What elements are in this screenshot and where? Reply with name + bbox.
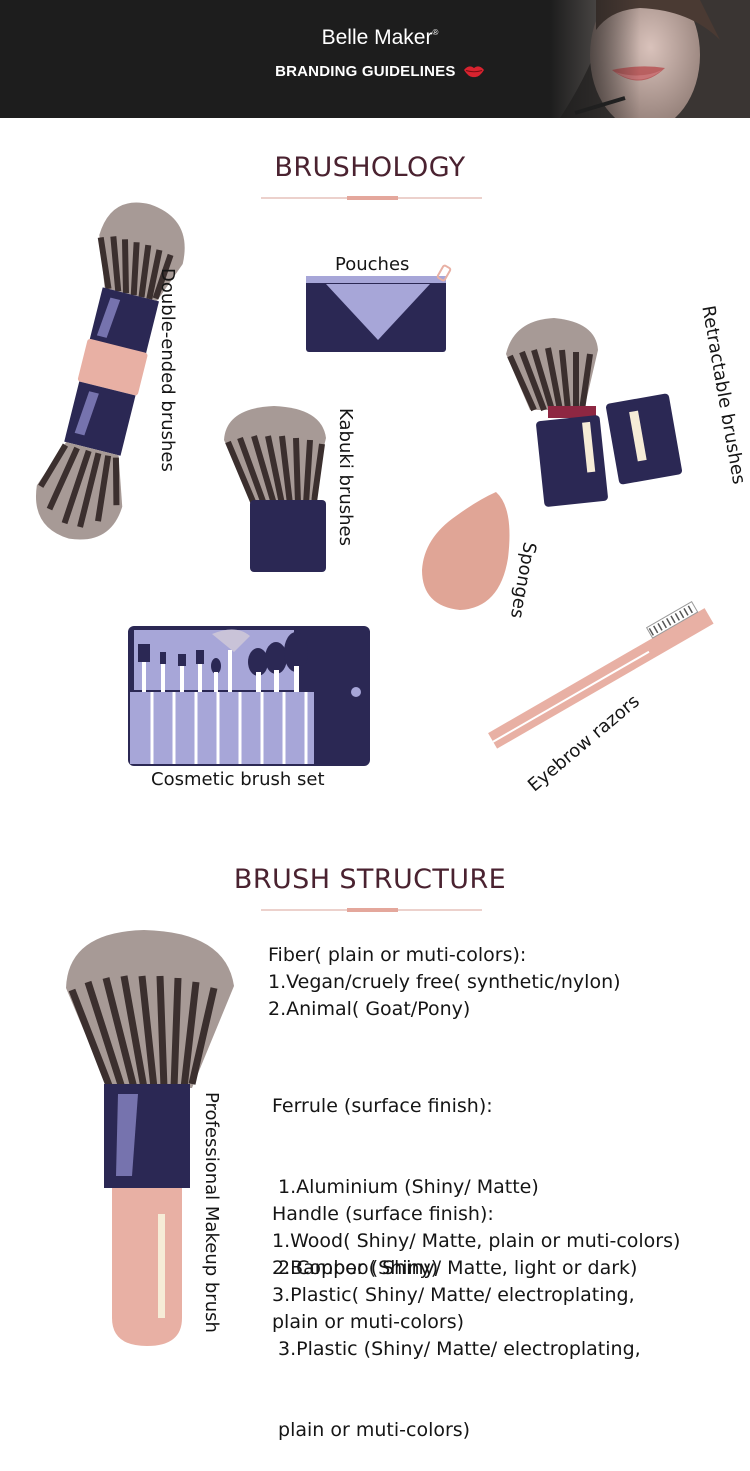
section-title-brush-structure: BRUSH STRUCTURE: [233, 864, 507, 895]
label-cosmetic-brush-set: Cosmetic brush set: [151, 769, 325, 790]
section-title-brushology: BRUSHOLOGY: [274, 152, 466, 183]
retractable-brush-illustration: [506, 318, 682, 507]
fiber-specs: Fiber( plain or muti-colors): 1.Vegan/cr…: [268, 942, 621, 1023]
ferrule-item: 3.Plastic (Shiny/ Matte/ electroplating,: [272, 1338, 641, 1360]
handle-item: 2.Bamboo( Shiny/ Matte, light or dark): [272, 1257, 638, 1279]
ferrule-item: 2.Copper (Shiny): [272, 1257, 439, 1279]
sponge-illustration: [422, 492, 510, 610]
handle-heading: Handle (surface finish):: [272, 1203, 494, 1225]
ferrule-item: plain or muti-colors): [272, 1419, 471, 1441]
label-double-ended-brushes: Double-ended brushes: [157, 268, 178, 472]
pouch-illustration: [306, 264, 452, 352]
ferrule-item: 1.Aluminium (Shiny/ Matte): [272, 1176, 539, 1198]
fiber-item: 1.Vegan/cruely free( synthetic/nylon): [268, 971, 621, 993]
header-subtitle: BRANDING GUIDELINES: [0, 62, 750, 80]
label-professional-makeup-brush: Professional Makeup brush: [201, 1092, 222, 1333]
handle-item: plain or muti-colors): [272, 1311, 465, 1333]
title-divider-accent: [347, 196, 398, 200]
brand-name: Belle Maker®: [321, 26, 439, 49]
title-divider-accent: [347, 908, 398, 912]
lips-icon: [463, 66, 484, 78]
double-ended-brush-illustration: [36, 202, 185, 540]
label-pouches: Pouches: [335, 254, 410, 275]
fiber-heading: Fiber( plain or muti-colors):: [268, 944, 527, 966]
fiber-item: 2.Animal( Goat/Pony): [268, 998, 471, 1020]
handle-item: 1.Wood( Shiny/ Matte, plain or muti-colo…: [272, 1230, 681, 1252]
ferrule-heading: Ferrule (surface finish):: [272, 1095, 493, 1117]
professional-brush-illustration: [66, 930, 234, 1346]
label-retractable-brushes: Retractable brushes: [697, 304, 750, 486]
handle-item: 3.Plastic( Shiny/ Matte/ electroplating,: [272, 1284, 635, 1306]
model-photo: [550, 0, 750, 118]
handle-specs: Handle (surface finish): 1.Wood( Shiny/ …: [272, 1201, 680, 1336]
kabuki-brush-illustration: [224, 406, 326, 572]
brush-set-illustration: [128, 626, 370, 766]
label-kabuki-brushes: Kabuki brushes: [335, 408, 356, 546]
header-banner: Belle Maker® BRANDING GUIDELINES: [0, 0, 750, 118]
eyebrow-razor-illustration: [488, 600, 714, 749]
